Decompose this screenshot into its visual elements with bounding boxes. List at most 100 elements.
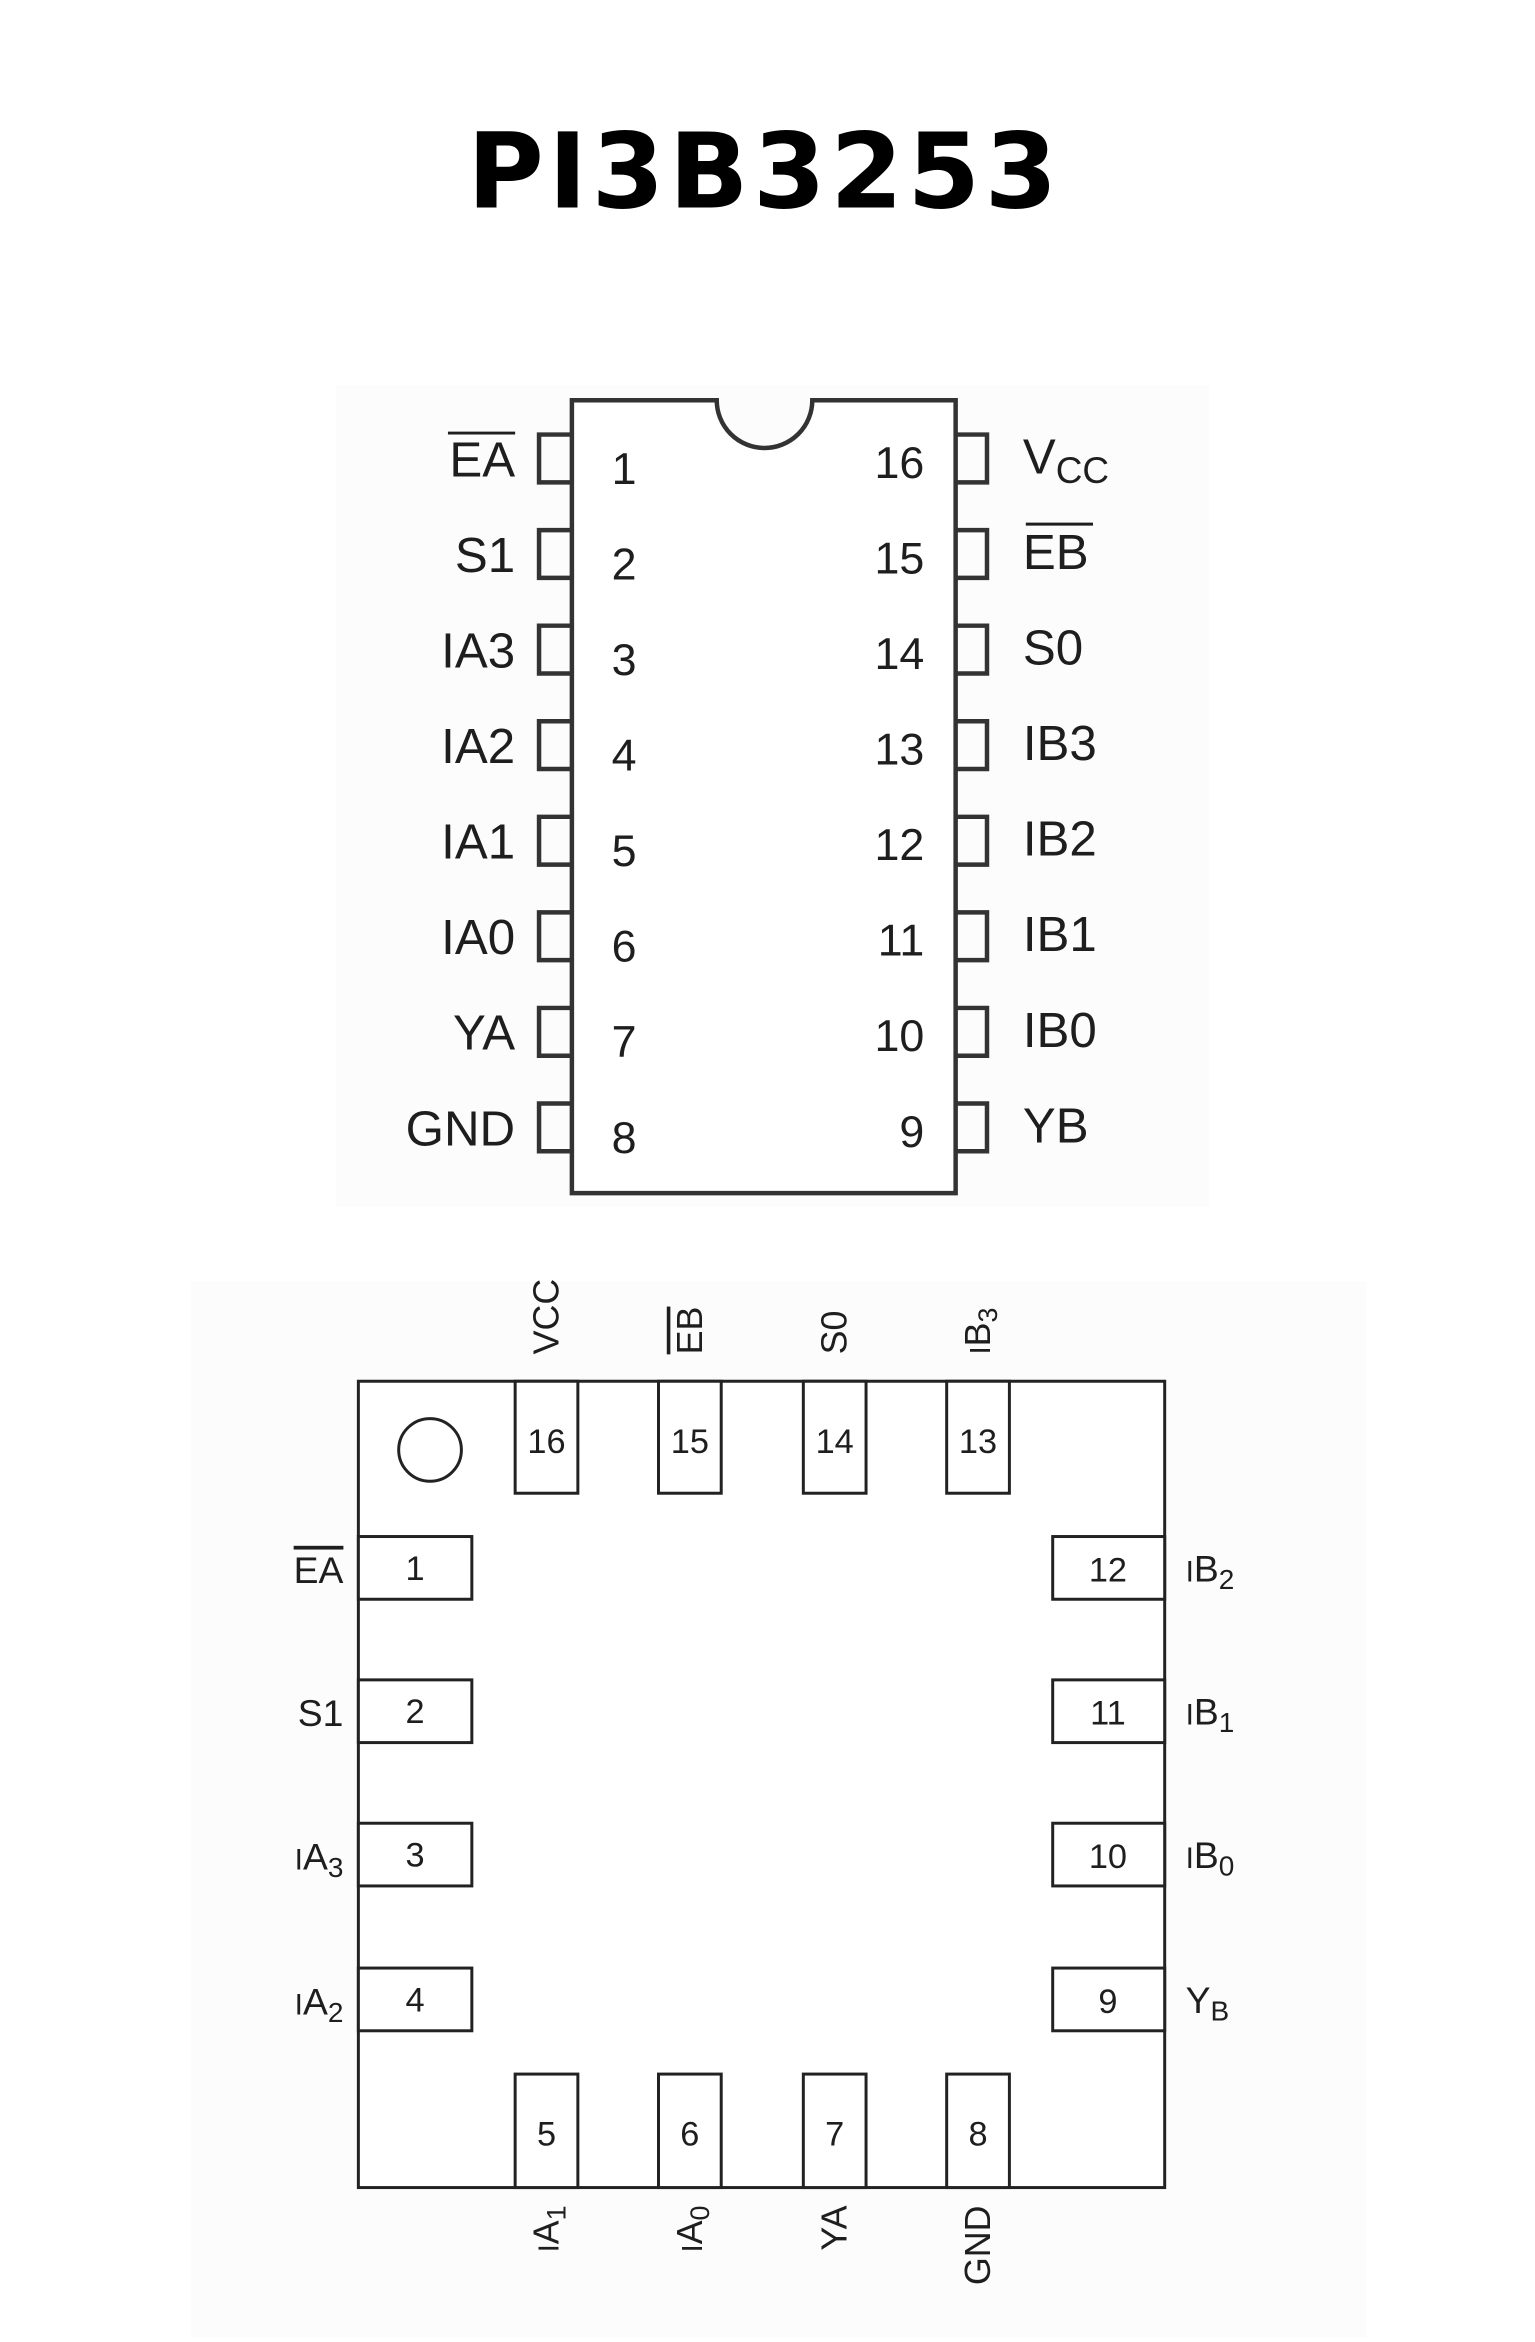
pin-pad <box>513 1379 580 1495</box>
pin-number: 4 <box>612 731 637 781</box>
pin-number: 9 <box>899 1107 924 1157</box>
pin-label: GND <box>958 2205 998 2285</box>
label-main: EB <box>1023 525 1089 580</box>
label-main: S0 <box>1023 621 1083 676</box>
qfn-pin-4: 4 IA2 <box>295 1966 474 2033</box>
dip-pin-4: 4 IA2 <box>441 719 637 781</box>
label-main: B <box>1194 1691 1219 1733</box>
label-prefix: I <box>1186 1699 1194 1732</box>
label-main: A <box>303 1836 328 1878</box>
pin-lead <box>536 1101 572 1154</box>
pin-lead <box>536 814 572 867</box>
pin-number: 9 <box>1098 1983 1117 2021</box>
qfn-pin-12: 12 IB2 <box>1051 1535 1235 1601</box>
pin-label: IA0 <box>670 2205 715 2252</box>
label-main: B <box>1194 1834 1219 1876</box>
label-prefix: I <box>295 1988 303 2021</box>
pin-lead <box>536 623 572 676</box>
label-prefix: I <box>677 2244 709 2252</box>
pin-label: IB3 <box>1023 716 1097 771</box>
pin-label: IA0 <box>441 910 515 965</box>
pin-label: IB1 <box>1023 907 1097 962</box>
label-main: A <box>526 2220 566 2244</box>
pin-label: IA2 <box>295 1980 344 2027</box>
qfn-pin-7: 7YA <box>801 2072 868 2251</box>
label-main: YA <box>453 1006 515 1061</box>
label-main: VCC <box>526 1279 566 1355</box>
pin-number: 10 <box>1089 1838 1127 1876</box>
pin-label: IB0 <box>1023 1003 1097 1058</box>
label-subscript: 3 <box>973 1308 1003 1323</box>
pin-number: 3 <box>612 635 637 685</box>
pin-label: S1 <box>298 1692 344 1734</box>
label-main: S0 <box>815 1311 855 1355</box>
pin-pad <box>801 2072 868 2190</box>
label-prefix: I <box>533 2244 565 2252</box>
label-main: GND <box>958 2205 998 2285</box>
dip-pin-7: 7 YA <box>453 1005 637 1067</box>
pin-label: S1 <box>455 528 515 583</box>
pin-number: 11 <box>878 916 925 966</box>
pin-lead <box>955 623 990 676</box>
label-main: S1 <box>298 1692 344 1734</box>
pin-number: 12 <box>874 820 924 870</box>
pin-lead <box>536 910 572 963</box>
pin-number: 1 <box>612 444 637 494</box>
pin-label: IA2 <box>441 719 515 774</box>
label-main: A <box>303 1980 328 2022</box>
pin-lead <box>536 1005 572 1058</box>
pin-lead <box>536 527 572 581</box>
pin-pad <box>657 1379 723 1495</box>
qfn-pin-9: 9 YB <box>1051 1966 1230 2033</box>
label-main: IA1 <box>441 815 515 870</box>
pin-lead <box>955 719 990 772</box>
pin-pad <box>945 2072 1011 2190</box>
dip-pin-2: 2S1 <box>455 527 637 589</box>
pin-label: IB2 <box>1186 1547 1235 1594</box>
pin-number: 1 <box>406 1550 425 1588</box>
pin-pad <box>1051 1966 1167 2033</box>
pin-lead <box>955 527 990 581</box>
pin-label: IB0 <box>1186 1834 1235 1881</box>
pin-pad <box>1051 1678 1167 1745</box>
pin-number: 14 <box>874 629 924 679</box>
pin-pad <box>356 1966 474 2033</box>
label-main: EA <box>294 1549 344 1591</box>
pin-label: YB <box>1186 1979 1230 2026</box>
label-main: Y <box>1186 1979 1211 2021</box>
pin-label: YA <box>453 1006 515 1061</box>
pin-label: S0 <box>815 1311 855 1355</box>
dip-pin-14: 14 S0 <box>874 621 1083 679</box>
pin-label: VCC <box>1023 429 1109 491</box>
pin-number: 7 <box>612 1017 637 1067</box>
label-subscript: 3 <box>328 1852 344 1883</box>
label-main: IA0 <box>441 910 515 965</box>
pin-label: GND <box>406 1101 515 1156</box>
label-subscript: 2 <box>328 1997 344 2028</box>
pin-lead <box>955 432 990 485</box>
pin-number: 12 <box>1089 1551 1127 1589</box>
pin-label: IB2 <box>1023 812 1097 867</box>
label-subscript: B <box>1210 1995 1229 2026</box>
label-subscript: 0 <box>1219 1850 1235 1881</box>
pin-number: 4 <box>406 1981 425 2019</box>
dip-body <box>569 397 958 1196</box>
label-prefix: I <box>1186 1555 1194 1588</box>
chip-title: PI3B3253 <box>467 111 1062 233</box>
pin-label: S0 <box>1023 621 1083 676</box>
pin-label: EA <box>449 432 515 487</box>
qfn-pin-2: 2S1 <box>298 1678 474 1745</box>
label-main: IB0 <box>1023 1003 1097 1058</box>
label-main: B <box>1194 1547 1219 1589</box>
